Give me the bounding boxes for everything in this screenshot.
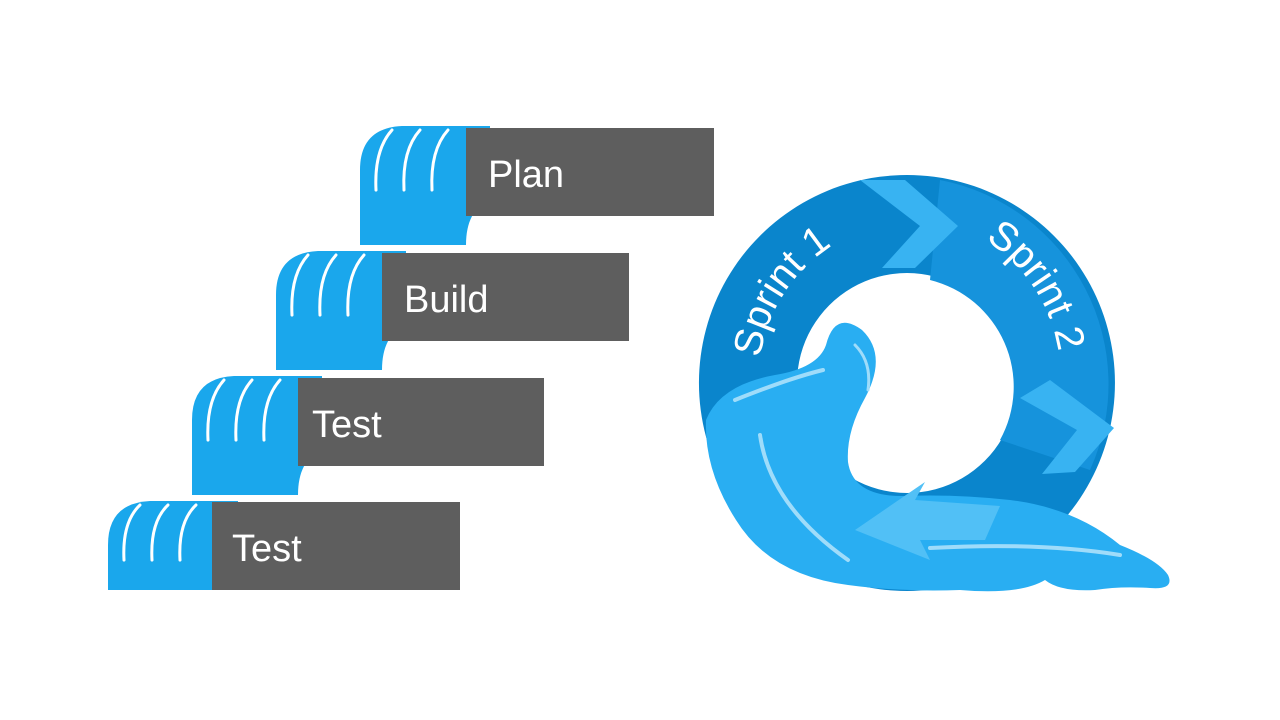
waterfall-steps: Plan Build Test Test: [108, 126, 714, 590]
waterfall-step-plan: Plan: [360, 126, 714, 245]
agile-cycle: Sprint 1 Sprint 2: [698, 175, 1170, 592]
water-streak: [262, 378, 282, 442]
waterfall-cascade: [360, 126, 490, 245]
step-box: [382, 253, 629, 341]
waterfall-step-test-1: Test: [192, 376, 544, 495]
wave-highlight: [928, 544, 1122, 557]
waterfall-cascade: [192, 376, 322, 495]
step-label-test: Test: [232, 528, 302, 570]
water-streak: [346, 253, 366, 317]
water-streak: [374, 128, 394, 192]
waterfall-cascade: [108, 501, 238, 590]
water-streak: [402, 128, 422, 192]
wave-highlight: [853, 343, 871, 392]
waterfall-step-build: Build: [276, 251, 629, 370]
wave-highlight: [733, 368, 825, 402]
cycle-arrow-head: [855, 482, 1000, 560]
chevron-arrow: [1020, 380, 1114, 474]
step-box: [466, 128, 714, 216]
water-streak: [150, 503, 170, 562]
chevron-arrow: [860, 180, 958, 268]
water-streak: [430, 128, 450, 192]
wave-highlight: [758, 433, 850, 562]
water-streak: [206, 378, 226, 442]
water-streak: [178, 503, 198, 562]
water-streak: [234, 378, 254, 442]
waterfall-cascade: [276, 251, 406, 370]
step-box: [212, 502, 460, 590]
water-wave: [705, 322, 1170, 592]
step-label-build: Build: [404, 279, 489, 321]
water-streak: [318, 253, 338, 317]
waterfall-step-test-2: Test: [108, 501, 460, 590]
step-box: [298, 378, 544, 466]
water-streak: [122, 503, 142, 562]
step-label-plan: Plan: [488, 154, 564, 196]
step-label-test: Test: [312, 404, 382, 446]
water-streak: [290, 253, 310, 317]
